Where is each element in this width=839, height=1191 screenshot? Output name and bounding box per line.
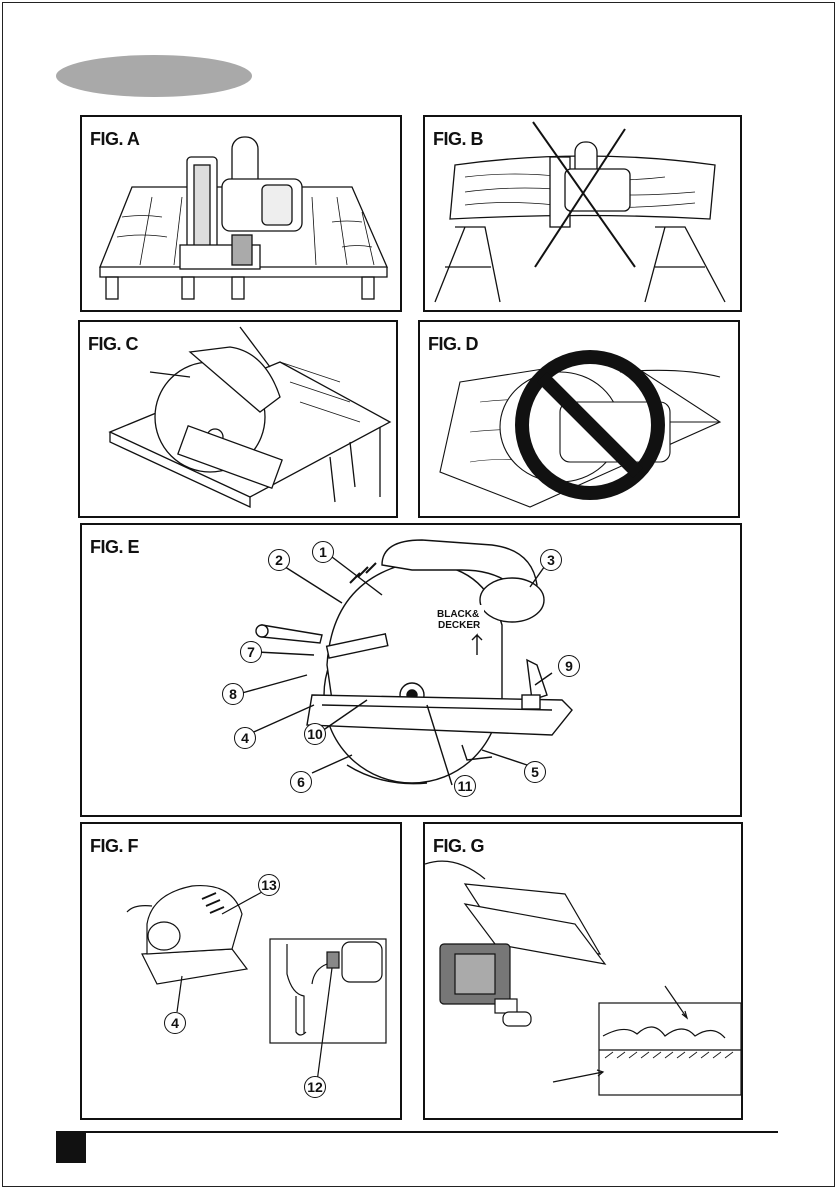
page-number-marker: [56, 1133, 86, 1163]
callout-3: 3: [540, 549, 562, 571]
figure-f: FIG. F 13 4 12: [80, 822, 402, 1120]
figure-e-label: FIG. E: [90, 537, 139, 558]
callout-10: 10: [304, 723, 326, 745]
figure-g-label: FIG. G: [433, 836, 484, 857]
figure-c: FIG. C: [78, 320, 398, 518]
callout-4: 4: [234, 727, 256, 749]
figure-e-illustration: BLACK& DECKER: [82, 525, 742, 817]
figure-d: FIG. D: [418, 320, 740, 518]
svg-text:DECKER: DECKER: [438, 620, 481, 631]
figure-e: FIG. E: [80, 523, 742, 817]
callout-6: 6: [290, 771, 312, 793]
figure-a-label: FIG. A: [90, 129, 139, 150]
figure-f-label: FIG. F: [90, 836, 138, 857]
svg-text:BLACK&: BLACK&: [437, 609, 479, 620]
figure-g: FIG. G: [423, 822, 743, 1120]
callout-8: 8: [222, 683, 244, 705]
callout-7: 7: [240, 641, 262, 663]
callout-9: 9: [558, 655, 580, 677]
footer-rule: [56, 1131, 778, 1133]
figure-g-illustration: [425, 824, 743, 1120]
figure-b: FIG. B: [423, 115, 742, 312]
section-tab: [56, 55, 252, 97]
figure-b-label: FIG. B: [433, 129, 483, 150]
figure-d-label: FIG. D: [428, 334, 478, 355]
brand-logo: BLACK& DECKER: [434, 605, 484, 633]
callout-4-f: 4: [164, 1012, 186, 1034]
callout-13: 13: [258, 874, 280, 896]
figure-c-label: FIG. C: [88, 334, 138, 355]
callout-11: 11: [454, 775, 476, 797]
figure-a: FIG. A: [80, 115, 402, 312]
callout-2: 2: [268, 549, 290, 571]
callout-1: 1: [312, 541, 334, 563]
figure-f-illustration: [82, 824, 402, 1120]
callout-12: 12: [304, 1076, 326, 1098]
callout-5: 5: [524, 761, 546, 783]
